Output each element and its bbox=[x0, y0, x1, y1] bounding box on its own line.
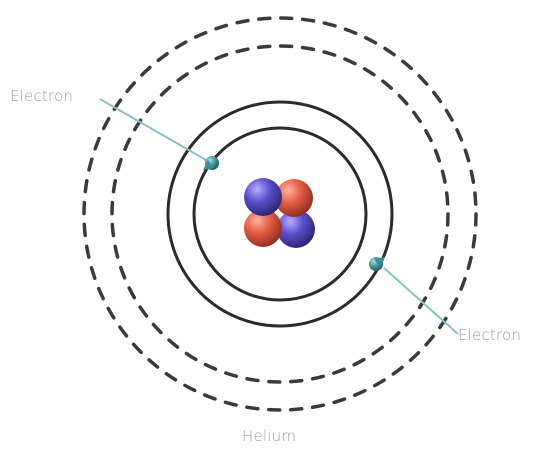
electron-label-right: Electron bbox=[458, 326, 521, 344]
leader-line-left bbox=[100, 99, 206, 160]
neutron-top-left bbox=[244, 178, 282, 216]
element-name-label: Helium bbox=[242, 427, 296, 445]
solid-orbit-outer bbox=[168, 102, 392, 326]
electron-left bbox=[203, 156, 219, 170]
solid-orbit-inner bbox=[194, 128, 366, 300]
electron-right bbox=[369, 257, 385, 271]
nucleus bbox=[244, 178, 315, 248]
dashed-orbit-inner bbox=[112, 46, 448, 382]
dashed-orbit-outer bbox=[84, 18, 476, 410]
leader-line-right bbox=[384, 268, 458, 334]
electron-label-left: Electron bbox=[10, 87, 73, 105]
